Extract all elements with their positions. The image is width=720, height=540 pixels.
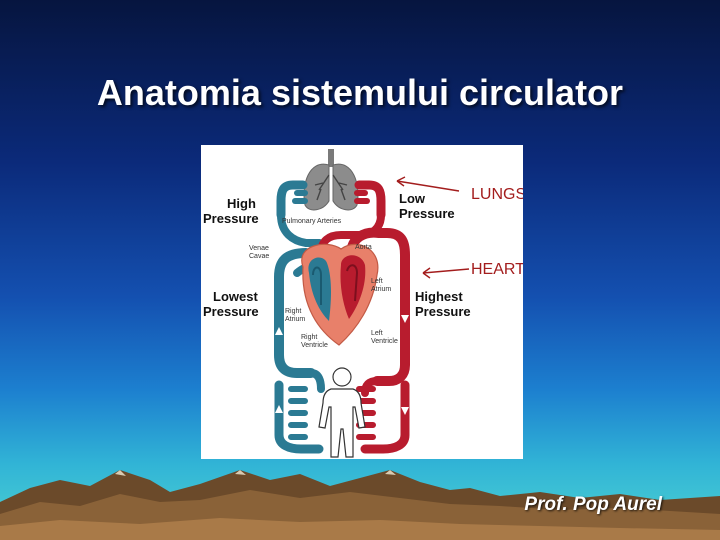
label-aorta: Aorta — [355, 244, 372, 251]
slide-title: Anatomia sistemului circulator — [96, 72, 624, 113]
callout-heart: HEART — [471, 261, 523, 278]
label-venae-cavae-1: Venae — [249, 245, 269, 252]
mountain-range-decoration — [0, 470, 720, 540]
callout-lungs: LUNGS — [471, 186, 523, 203]
label-left-atrium-1: Left — [371, 278, 383, 285]
label-right-ventricle-2: Ventricle — [301, 342, 328, 349]
label-low-pressure-2: Pressure — [399, 206, 455, 221]
label-venae-cavae-2: Cavae — [249, 253, 269, 260]
label-highest-pressure-2: Pressure — [415, 304, 471, 319]
label-highest-pressure-1: Highest — [415, 289, 463, 304]
label-pulmonary-arteries: Pulmonary Arteries — [282, 218, 342, 225]
human-body-graphic — [318, 367, 366, 458]
lungs-graphic — [303, 149, 359, 211]
label-right-atrium-1: Right — [285, 308, 301, 315]
heart-graphic — [301, 243, 379, 346]
label-high-pressure-2: Pressure — [203, 211, 259, 226]
flow-arrows — [275, 315, 409, 415]
label-right-atrium-2: Atrium — [285, 316, 305, 323]
label-left-ventricle-2: Ventricle — [371, 338, 398, 345]
callout-arrows — [396, 176, 470, 279]
label-low-pressure-1: Low — [399, 191, 426, 206]
label-right-ventricle-1: Right — [301, 334, 317, 341]
oxygenated-vessels — [317, 180, 410, 454]
label-left-ventricle-1: Left — [371, 330, 383, 337]
label-lowest-pressure-2: Pressure — [203, 304, 259, 319]
circulatory-diagram: LUNGS HEART High Pressure Lowest Pressur… — [201, 145, 523, 459]
label-lowest-pressure-1: Lowest — [213, 289, 258, 304]
author-name: Prof. Pop Aurel — [524, 494, 662, 515]
label-left-atrium-2: Atrium — [371, 286, 391, 293]
circulatory-diagram-svg: LUNGS HEART High Pressure Lowest Pressur… — [203, 149, 523, 458]
label-high-pressure-1: High — [227, 196, 256, 211]
